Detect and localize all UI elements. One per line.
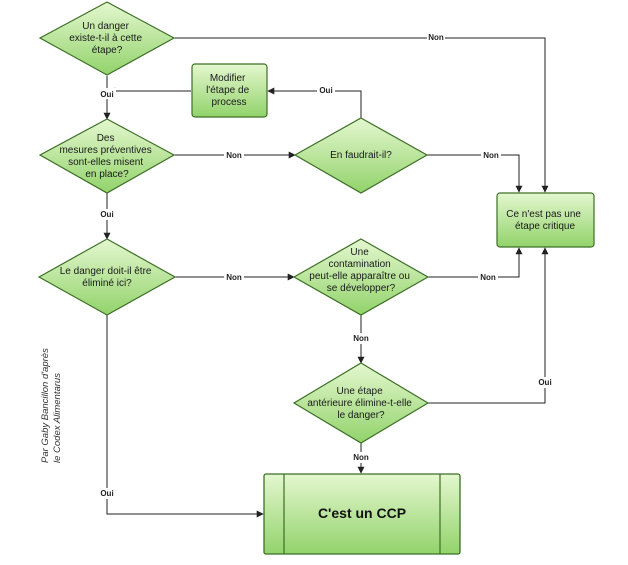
label-q3-non: Non: [224, 272, 244, 283]
label-q1-non: Non: [427, 32, 445, 43]
box-not-critical: Ce n'est pas une étape critique: [496, 192, 595, 248]
svg-text:Non: Non: [226, 151, 242, 160]
edge-q3-oui: [106, 315, 264, 518]
decision-prior-step-line: antérieure élimine-t-elle: [307, 398, 412, 409]
decision-preventive-measures-line: Des: [97, 133, 115, 144]
decision-contamination-line: peut-elle apparaître ou: [309, 271, 410, 282]
svg-text:Par Gaby Bancillon d'après: Par Gaby Bancillon d'après le Codex Alim…: [40, 346, 63, 463]
decision-preventive-measures-line: sont-elles misent: [68, 157, 143, 168]
decision-should-there-be-line: En faudrait-il?: [330, 150, 392, 161]
svg-text:Oui: Oui: [319, 86, 332, 95]
svg-text:Non: Non: [353, 334, 369, 343]
edge-q2b-oui: [267, 87, 362, 118]
svg-text:Une étape antérieure éli: Une étape antérieure élimine-t-elle le d…: [307, 386, 414, 421]
svg-text:Non: Non: [226, 273, 242, 282]
author-credit: Par Gaby Bancillon d'après le Codex Alim…: [40, 346, 63, 463]
decision-eliminate-here: Le danger doit-il être éliminé ici?: [37, 238, 177, 316]
decision-contamination-line: se développer?: [327, 283, 396, 294]
decision-danger-exists: Un danger existe-t-il à cette étape?: [38, 1, 176, 76]
connectors: [103, 37, 549, 518]
decision-eliminate-here-line: éliminé ici?: [82, 278, 132, 289]
edge-q2b-non: [427, 154, 523, 193]
decision-preventive-measures-line: en place?: [85, 169, 129, 180]
label-q4-non-right: Non: [478, 272, 498, 283]
decision-danger-exists-line: étape?: [92, 45, 123, 56]
decision-preventive-measures: Des mesures préventives sont-elles misen…: [38, 118, 176, 194]
svg-text:Non: Non: [353, 453, 369, 462]
svg-text:Oui: Oui: [100, 90, 113, 99]
svg-text:Ce n'est pas une étape c: Ce n'est pas une étape critique: [506, 209, 584, 232]
decision-preventive-measures-line: mesures préventives: [59, 145, 151, 156]
svg-text:Non: Non: [480, 273, 496, 282]
edge-labels: Non Oui Oui Non Non Oui Non Non: [99, 32, 554, 499]
box-ccp: C'est un CCP: [263, 473, 461, 555]
decision-contamination-line: Une: [350, 247, 369, 258]
label-q4-non-down: Non: [351, 333, 371, 344]
svg-text:Modifier l'étape de: Modifier l'étape de process: [206, 73, 252, 108]
label-q2-non: Non: [224, 150, 244, 161]
svg-text:En faudrait-il?: En faudrait-il?: [330, 150, 392, 161]
edge-q1-non: [174, 37, 549, 193]
label-q5-oui: Oui: [536, 377, 554, 388]
label-q2b-non: Non: [481, 150, 501, 161]
svg-text:Un danger existe-t-il à: Un danger existe-t-il à cette étape?: [69, 21, 145, 56]
svg-text:Oui: Oui: [538, 378, 551, 387]
decision-should-there-be: En faudrait-il?: [293, 117, 429, 194]
svg-text:Des mesures préventives: Des mesures préventives sont-elles misen…: [59, 133, 154, 180]
box-not-critical-line: Ce n'est pas une: [506, 209, 581, 220]
box-modify-step-line: l'étape de: [206, 85, 249, 96]
box-modify-step-line: Modifier: [210, 73, 246, 84]
svg-text:Le danger doit-il être é: Le danger doit-il être éliminé ici?: [60, 266, 155, 289]
decision-prior-step-line: le danger?: [337, 410, 385, 421]
box-modify-step-line: process: [211, 97, 246, 108]
label-q5-non: Non: [351, 452, 371, 463]
svg-text:Oui: Oui: [100, 210, 113, 219]
author-credit-line: Par Gaby Bancillon d'après: [40, 348, 51, 463]
box-not-critical-line: étape critique: [515, 221, 575, 232]
svg-text:Non: Non: [483, 151, 499, 160]
svg-text:Une contamination: Une contamination peut-elle apparaître o…: [309, 247, 412, 294]
decision-prior-step-line: Une étape: [337, 386, 384, 397]
decision-eliminate-here-line: Le danger doit-il être: [60, 266, 152, 277]
decision-danger-exists-line: existe-t-il à cette: [69, 33, 142, 44]
label-q1-oui: Oui: [99, 88, 116, 99]
label-q2b-oui: Oui: [317, 85, 335, 96]
svg-text:Non: Non: [428, 33, 444, 42]
decision-contamination-line: contamination: [328, 259, 390, 270]
decision-contamination: Une contamination peut-elle apparaître o…: [292, 238, 430, 316]
ccp-label: C'est un CCP: [318, 505, 406, 521]
svg-text:Oui: Oui: [100, 489, 113, 498]
author-credit-line: le Codex Alimentarus: [52, 373, 63, 463]
edge-q5-oui: [427, 247, 549, 404]
decision-prior-step: Une étape antérieure élimine-t-elle le d…: [292, 362, 430, 444]
box-modify-step: Modifier l'étape de process: [191, 63, 268, 118]
label-q2-oui: Oui: [99, 209, 116, 220]
edge-q4-non-right: [427, 247, 523, 278]
label-q3-oui: Oui: [99, 488, 116, 499]
decision-danger-exists-line: Un danger: [82, 21, 129, 32]
